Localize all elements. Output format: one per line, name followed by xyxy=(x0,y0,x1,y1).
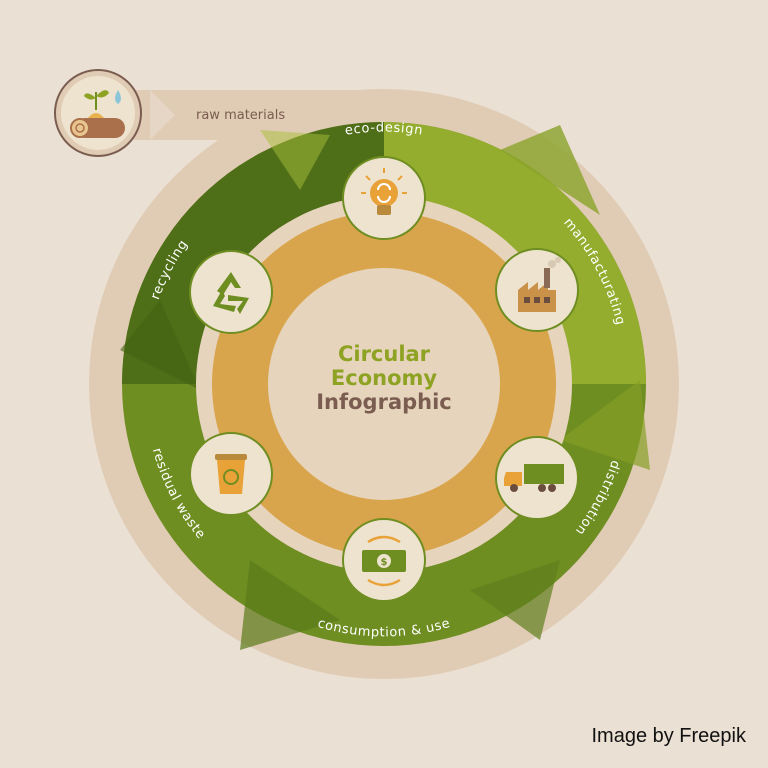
recycling-icon-disc xyxy=(189,250,273,334)
svg-text:$: $ xyxy=(381,557,388,568)
stage-label-eco-design: eco-design xyxy=(344,121,424,139)
truck-icon xyxy=(504,464,564,492)
residual-waste-icon-disc xyxy=(189,432,273,516)
title-line-1: Circular xyxy=(338,342,431,366)
lightbulb-icon xyxy=(361,168,407,215)
manufacturing-icon-disc xyxy=(495,248,579,332)
title-line-2: Economy xyxy=(331,366,437,390)
consumption-icon-disc: $ xyxy=(342,518,426,602)
factory-icon xyxy=(518,257,561,312)
money-icon: $ xyxy=(362,535,406,587)
center-disc xyxy=(268,268,500,500)
image-credit: Image by Freepik xyxy=(591,725,746,747)
recycle-icon xyxy=(213,272,249,314)
raw-materials-label: raw materials xyxy=(196,108,285,123)
eco-design-icon-disc xyxy=(342,156,426,240)
raw-materials-icon xyxy=(54,69,142,157)
title-line-3: Infographic xyxy=(316,390,452,414)
distribution-icon-disc xyxy=(495,436,579,520)
trash-bin-icon xyxy=(215,454,247,494)
